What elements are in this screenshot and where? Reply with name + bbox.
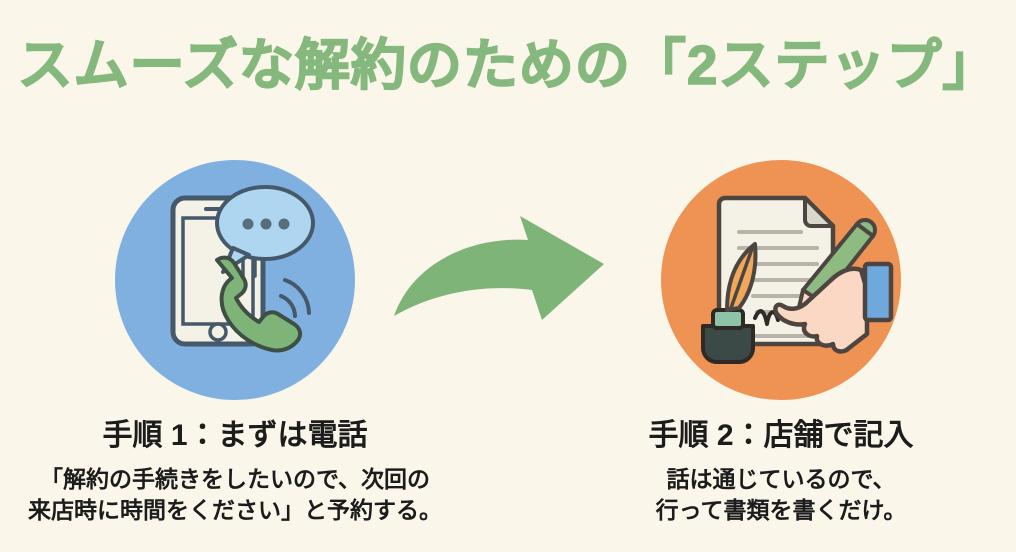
curved-right-arrow-icon [394, 216, 604, 320]
step-2-icon-circle [661, 160, 901, 400]
phone-call-icon [170, 185, 315, 353]
step-2-block: 手順 2：店舗で記入 話は通じているので、 行って書類を書くだけ。 [546, 160, 1016, 526]
step-2-body-line-2: 行って書類を書くだけ。 [655, 497, 907, 523]
step-1-body: 「解約の手続きをしたいので、次回の 来店時に時間をください」と予約する。 [0, 464, 470, 526]
page-title: スムーズな解約のための「2ステップ」 [17, 33, 999, 97]
step-1-heading: 手順 1：まずは電話 [102, 419, 368, 452]
step-1-block: 手順 1：まずは電話 「解約の手続きをしたいので、次回の 来店時に時間をください… [0, 160, 470, 526]
step-1-body-line-2: 来店時に時間をください」と予約する。 [28, 497, 442, 523]
step-2-heading: 手順 2：店舗で記入 [648, 419, 914, 452]
document-signing-icon [701, 195, 894, 364]
step-1-icon-circle [115, 160, 355, 400]
step-2-body-line-1: 話は通じているので、 [666, 466, 896, 492]
step-2-body: 話は通じているので、 行って書類を書くだけ。 [546, 464, 1016, 526]
step-1-body-line-1: 「解約の手続きをしたいので、次回の [39, 466, 431, 492]
